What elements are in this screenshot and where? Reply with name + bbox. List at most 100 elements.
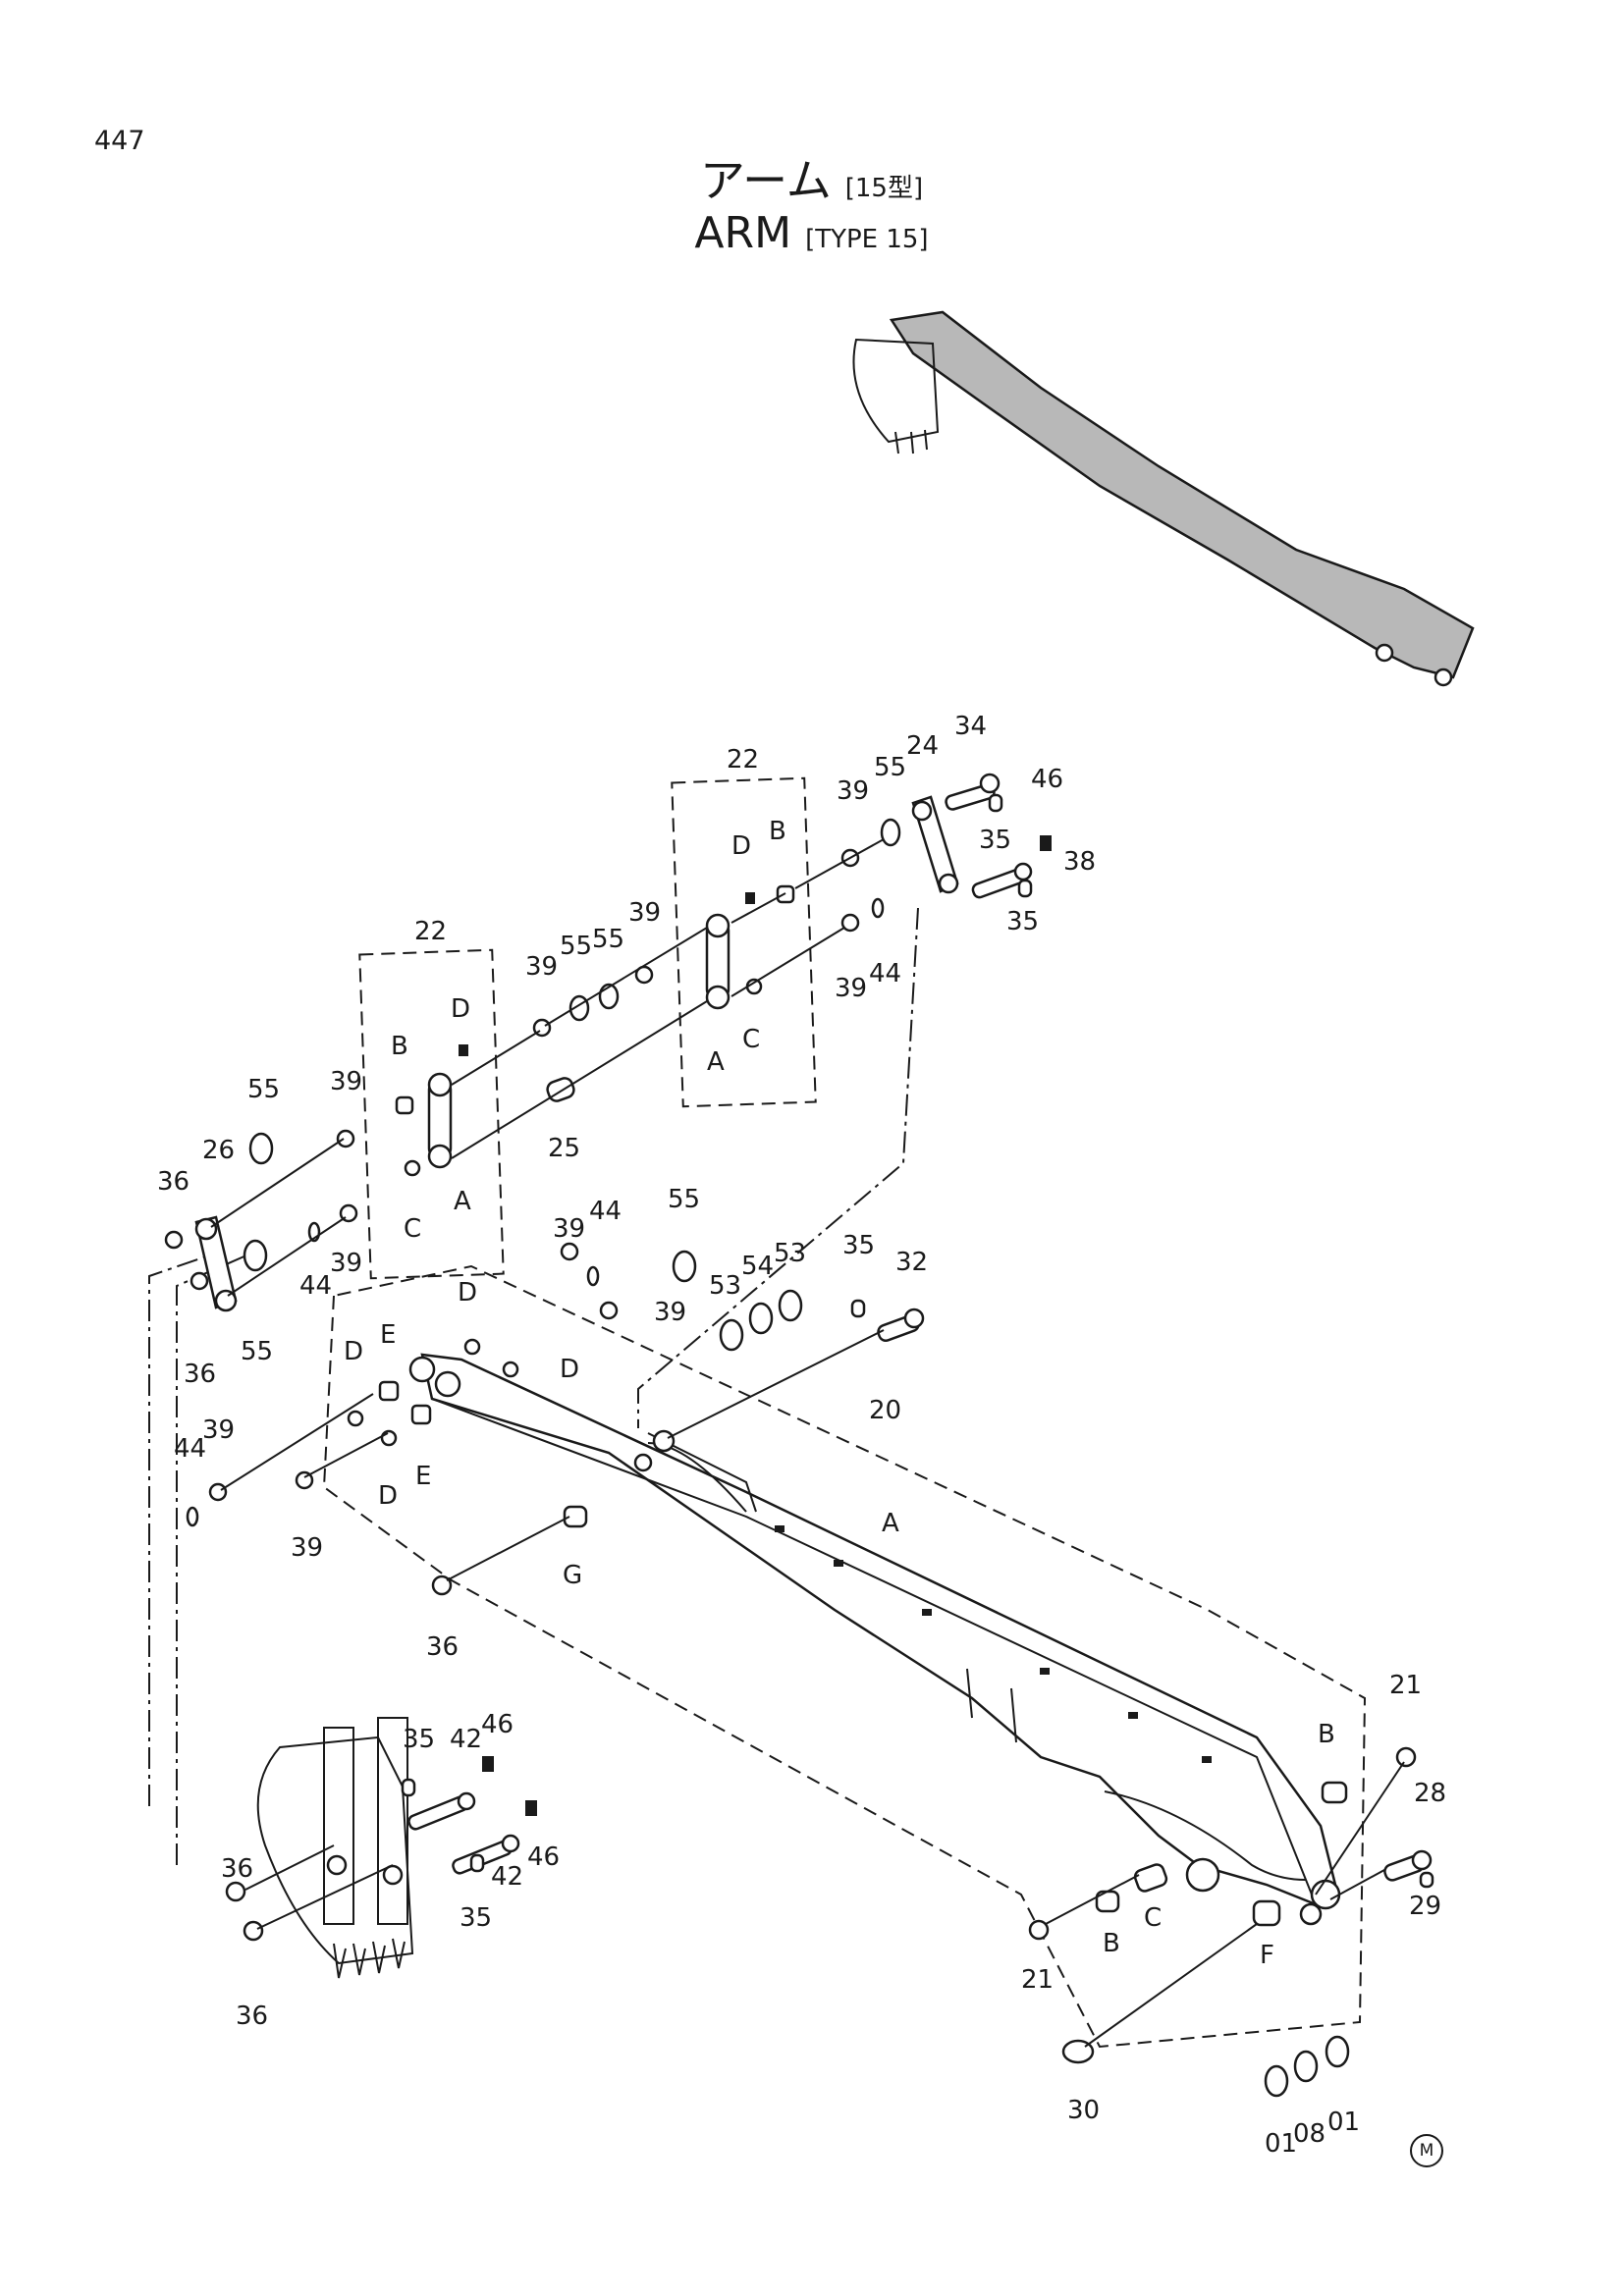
callout-label: 21: [1021, 1965, 1054, 1995]
o-ring-44: [186, 1506, 199, 1527]
page-number: 447: [94, 126, 145, 156]
bushing-E: [378, 1380, 400, 1402]
shim-01: [1325, 2035, 1350, 2068]
callout-label: B: [391, 1032, 408, 1061]
callout-label: 39: [525, 952, 558, 982]
bucket-pin-hole-1: [326, 1854, 348, 1876]
grease-fitting: [922, 1609, 932, 1616]
assembly-line: [451, 1000, 708, 1159]
callout-label: 39: [553, 1214, 585, 1244]
callout-label: 53: [774, 1239, 806, 1268]
bucket-bracket-left: [323, 1727, 354, 1925]
bucket-link-chain-left: [148, 1255, 207, 1806]
arm-boom-pin-boss: [1185, 1857, 1220, 1893]
bushing-E-2: [410, 1404, 432, 1425]
arm-body-rib: [647, 1432, 757, 1513]
callout-label: 44: [174, 1434, 206, 1464]
callout-label: 01: [1327, 2108, 1360, 2137]
assembly-line: [1045, 1874, 1140, 1925]
assembly-line: [256, 1864, 394, 1930]
assembly-line: [544, 927, 708, 1027]
callout-label: 39: [291, 1533, 323, 1563]
callout-label: 44: [299, 1271, 332, 1301]
callout-label: 38: [1063, 847, 1096, 877]
callout-label: 55: [241, 1337, 273, 1366]
callout-label: 21: [1389, 1671, 1422, 1700]
ring-39: [208, 1482, 228, 1502]
callout-label: 24: [906, 731, 939, 761]
bucket-shell: [256, 1735, 414, 1965]
ring-36: [225, 1881, 246, 1902]
arm-top-boss-1: [408, 1356, 436, 1383]
callout-label: 20: [869, 1396, 901, 1425]
assembly-line: [1329, 1869, 1385, 1900]
ring-39: [560, 1242, 579, 1261]
pin-34: [945, 773, 1001, 811]
bushing-D: [404, 1159, 421, 1177]
grease-fitting: [834, 1560, 843, 1567]
grease-fitting-D: [459, 1044, 468, 1056]
arm-overview-body: [889, 310, 1475, 679]
callout-label: F: [1260, 1941, 1274, 1970]
pin-32: [877, 1308, 925, 1342]
callout-label: 39: [330, 1067, 362, 1096]
bolt-35: [1017, 879, 1033, 898]
arm-overview-pin-2: [1434, 667, 1453, 687]
arm-cylinder-boss-2: [633, 1453, 653, 1472]
callout-label: D: [378, 1481, 398, 1511]
callout-label: 26: [202, 1136, 235, 1165]
callout-label: 01: [1265, 2129, 1297, 2159]
callout-label: 55: [560, 932, 592, 961]
callout-label: 22: [414, 917, 447, 946]
callout-label: E: [380, 1320, 396, 1350]
arm-overview-pin: [1375, 643, 1394, 663]
bucket: [256, 1717, 414, 1979]
bushing-D: [380, 1429, 398, 1447]
callout-label: 29: [1409, 1892, 1441, 1921]
callout-label: 39: [654, 1298, 686, 1327]
assembly-lines: [210, 838, 1405, 2048]
arm-link-chain: [637, 907, 919, 1428]
title-english-type: [TYPE 15]: [805, 225, 929, 254]
bushing-D: [347, 1410, 364, 1427]
callout-label: 39: [202, 1415, 235, 1445]
callout-label: G: [563, 1561, 582, 1590]
title-english: ARM[TYPE 15]: [0, 208, 1623, 258]
grease-fitting: [1040, 1668, 1050, 1675]
assembly-line: [730, 892, 786, 924]
link-assembly-box-right: [671, 776, 817, 1108]
link-eye-2: [214, 1289, 238, 1312]
washer-55: [243, 1239, 268, 1272]
callout-label: 44: [589, 1197, 622, 1226]
callout-label: 55: [592, 925, 624, 954]
bushing-F: [1252, 1899, 1281, 1927]
callout-label: D: [731, 831, 751, 861]
arm-body-outline: [420, 1353, 1337, 1906]
ring-36: [164, 1230, 184, 1250]
assembly-line: [227, 1216, 347, 1297]
pin-29: [1419, 1871, 1434, 1889]
callout-label: 44: [869, 959, 901, 988]
callout-label: 42: [450, 1725, 482, 1754]
ring-21: [1395, 1746, 1417, 1768]
bushing-D: [502, 1361, 519, 1378]
callout-label: 34: [954, 712, 987, 741]
bucket-overview: [852, 338, 940, 444]
washer-55: [672, 1250, 697, 1283]
callout-label: 36: [184, 1360, 216, 1389]
callout-label: 36: [157, 1167, 189, 1197]
grease-fitting: [1202, 1756, 1212, 1763]
callout-label: 46: [481, 1710, 514, 1739]
callout-label: 53: [709, 1271, 741, 1301]
bolt-46: [1040, 835, 1052, 851]
ring-39: [336, 1129, 355, 1148]
bucket-bracket-right: [377, 1717, 408, 1925]
title-japanese-type: [15型]: [844, 174, 924, 203]
callout-label: D: [560, 1355, 579, 1384]
callout-label: 54: [741, 1252, 774, 1281]
ring-39: [840, 913, 860, 933]
callout-labels: 34 22 55 24 39 46 35 38 35 D B 39 44 A C…: [157, 712, 1446, 2159]
ring-39: [634, 965, 654, 985]
callout-label: 08: [1293, 2119, 1325, 2149]
